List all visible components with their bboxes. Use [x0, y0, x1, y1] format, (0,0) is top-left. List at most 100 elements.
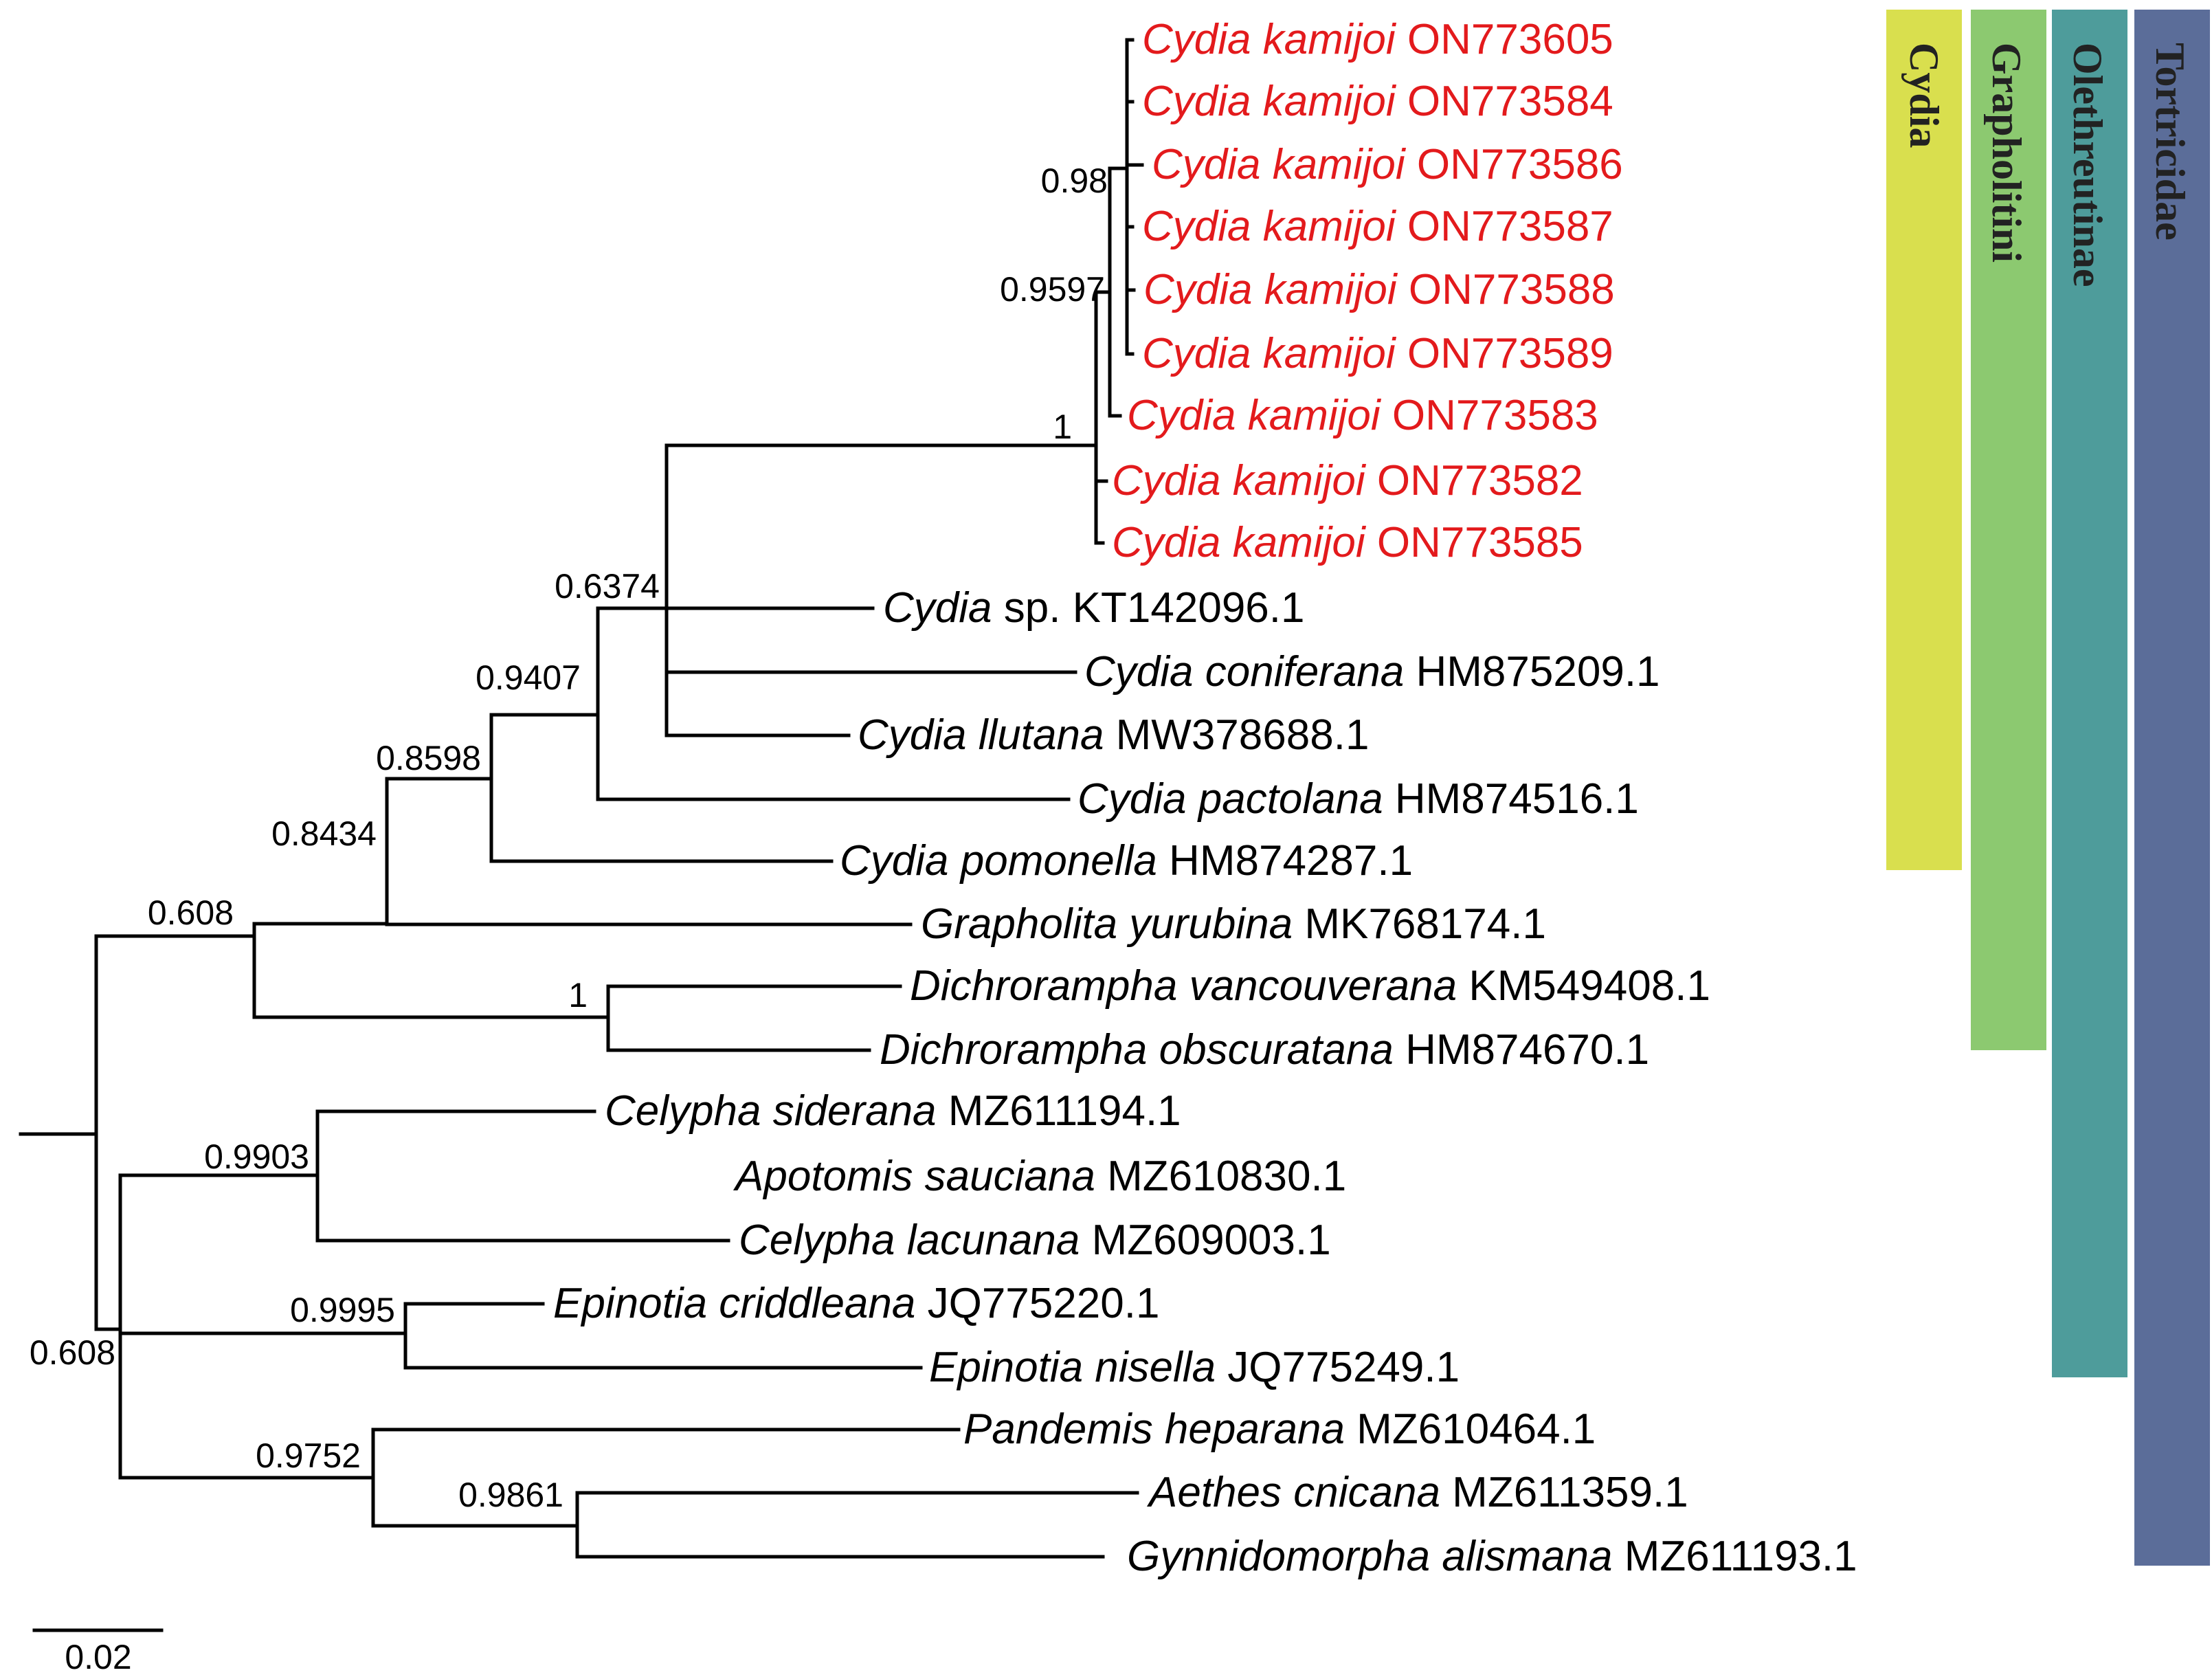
accession-number: ON773584: [1396, 78, 1613, 125]
support-value: 0.9861: [458, 1476, 563, 1514]
accession-number: MZ610830.1: [1095, 1153, 1346, 1200]
tip-label: Apotomis sauciana MZ610830.1: [733, 1153, 1346, 1200]
accession-number: ON773588: [1397, 266, 1615, 313]
support-value: 0.9407: [476, 658, 581, 697]
tip-label: Dichrorampha vancouverana KM549408.1: [910, 962, 1710, 1010]
support-value: 0.9752: [256, 1436, 361, 1475]
accession-number: ON773605: [1396, 16, 1613, 63]
species-name: Cydia kamijoi: [1142, 16, 1397, 63]
clade-label-tortricidae: Tortricidae: [2147, 43, 2193, 241]
tip-label: Aethes cnicana MZ611359.1: [1146, 1469, 1688, 1516]
species-name: Pandemis heparana: [963, 1406, 1345, 1453]
species-name: Cydia kamijoi: [1152, 141, 1407, 188]
tip-label: Cydia kamijoi ON773583: [1127, 392, 1598, 439]
species-name: Cydia coniferana: [1084, 648, 1404, 696]
tip-label: Celypha siderana MZ611194.1: [605, 1087, 1181, 1135]
accession-number: ON773585: [1365, 519, 1583, 566]
species-name: Dichrorampha vancouverana: [910, 962, 1457, 1010]
tip-label: Cydia kamijoi ON773588: [1143, 266, 1615, 313]
support-value: 0.9903: [204, 1137, 309, 1176]
accession-number: MZ611194.1: [937, 1087, 1181, 1135]
accession-number: MZ611359.1: [1440, 1469, 1688, 1516]
support-value: 0.608: [30, 1333, 115, 1372]
tip-label: Cydia pactolana HM874516.1: [1077, 775, 1639, 823]
clade-bar-tortricidae: [2134, 10, 2210, 1566]
clade-bar-olethreutinae: [2052, 10, 2127, 1377]
accession-number: HM874670.1: [1394, 1026, 1649, 1074]
species-name: Grapholita yurubina: [921, 900, 1293, 948]
clade-label-cydia: Cydia: [1901, 43, 1947, 148]
species-name: Cydia kamijoi: [1112, 457, 1367, 504]
accession-number: ON773583: [1381, 392, 1598, 439]
support-value: 1: [568, 976, 588, 1014]
tip-label: Gynnidomorpha alismana MZ611193.1: [1127, 1533, 1857, 1580]
support-value: 0.8598: [376, 739, 481, 777]
species-name: Cydia kamijoi: [1143, 266, 1398, 313]
support-values: 0.98 0.9597 1 0.6374 0.9407 0.8598 0.843…: [30, 162, 1108, 1514]
species-name: Epinotia criddleana: [553, 1280, 915, 1327]
species-name: Epinotia nisella: [929, 1344, 1216, 1391]
tip-label: Epinotia nisella JQ775249.1: [929, 1344, 1460, 1391]
clade-label-grapholitini: Grapholitini: [1984, 43, 2029, 263]
tip-label: Celypha lacunana MZ609003.1: [739, 1217, 1331, 1264]
support-value: 0.9995: [290, 1291, 395, 1329]
accession-number: MK768174.1: [1293, 900, 1546, 948]
species-name: Aethes cnicana: [1146, 1469, 1440, 1516]
clade-bar-cydia: [1886, 10, 1962, 870]
species-name: Cydia kamijoi: [1142, 203, 1397, 250]
species-name: Gynnidomorpha alismana: [1127, 1533, 1613, 1580]
accession-number: MZ611193.1: [1613, 1533, 1857, 1580]
species-name: Cydia llutana: [858, 711, 1104, 759]
accession-number: HM875209.1: [1404, 648, 1660, 696]
tip-label: Cydia sp. KT142096.1: [883, 584, 1305, 632]
species-name: Cydia: [883, 584, 992, 632]
tip-label: Cydia kamijoi ON773587: [1142, 203, 1613, 250]
tree-branches: [19, 38, 1144, 1559]
scale-bar: 0.02: [32, 1628, 164, 1676]
support-value: 0.98: [1041, 162, 1108, 200]
tip-label: Cydia kamijoi ON773586: [1152, 141, 1623, 188]
accession-number: ON773586: [1405, 141, 1623, 188]
clade-label-olethreutinae: Olethreutinae: [2065, 43, 2110, 287]
support-value: 0.8434: [271, 814, 377, 853]
species-name: Celypha siderana: [605, 1087, 937, 1135]
tip-label: Cydia kamijoi ON773582: [1112, 457, 1583, 504]
accession-number: MZ609003.1: [1080, 1217, 1330, 1264]
tip-label: Cydia kamijoi ON773589: [1142, 330, 1613, 377]
species-name: Apotomis sauciana: [733, 1153, 1095, 1200]
support-value: 0.6374: [555, 567, 660, 606]
accession-number: MZ610464.1: [1345, 1406, 1596, 1453]
accession-number: ON773582: [1365, 457, 1583, 504]
accession-number: ON773587: [1396, 203, 1613, 250]
species-name: Celypha lacunana: [739, 1217, 1080, 1264]
species-name: Cydia pactolana: [1077, 775, 1383, 823]
tip-label: Dichrorampha obscuratana HM874670.1: [880, 1026, 1649, 1074]
scale-bar-label: 0.02: [65, 1638, 131, 1676]
tip-label: Cydia kamijoi ON773605: [1142, 16, 1613, 63]
species-name: Cydia kamijoi: [1127, 392, 1382, 439]
accession-number: HM874516.1: [1383, 775, 1639, 823]
species-name: Dichrorampha obscuratana: [880, 1026, 1394, 1074]
tip-label: Cydia kamijoi ON773584: [1142, 78, 1613, 125]
support-value: 1: [1053, 408, 1072, 446]
accession-number: KM549408.1: [1457, 962, 1710, 1010]
species-name: Cydia pomonella: [840, 837, 1157, 885]
species-name: Cydia kamijoi: [1142, 330, 1397, 377]
tip-label: Epinotia criddleana JQ775220.1: [553, 1280, 1159, 1327]
clade-bar-grapholitini: [1971, 10, 2046, 1050]
tip-label: Cydia coniferana HM875209.1: [1084, 648, 1660, 696]
species-name: Cydia kamijoi: [1142, 78, 1397, 125]
tip-label: Cydia kamijoi ON773585: [1112, 519, 1583, 566]
clade-bars: Cydia Grapholitini Olethreutinae Tortric…: [1886, 10, 2210, 1566]
accession-number: JQ775249.1: [1216, 1344, 1460, 1391]
accession-number: sp. KT142096.1: [992, 584, 1305, 632]
accession-number: HM874287.1: [1157, 837, 1413, 885]
tip-label: Cydia pomonella HM874287.1: [840, 837, 1413, 885]
accession-number: ON773589: [1396, 330, 1613, 377]
support-value: 0.608: [148, 893, 234, 932]
accession-number: JQ775220.1: [915, 1280, 1159, 1327]
accession-number: MW378688.1: [1104, 711, 1369, 759]
species-name: Cydia kamijoi: [1112, 519, 1367, 566]
